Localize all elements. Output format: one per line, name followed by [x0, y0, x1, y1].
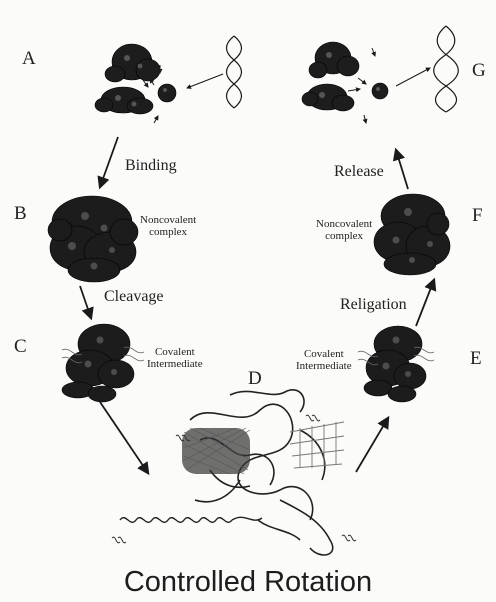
- arrow-d-to-e: [355, 415, 390, 473]
- enzyme-g: [301, 41, 389, 112]
- stage-label-g: G: [472, 60, 486, 81]
- arrow-e-to-f: [415, 277, 437, 327]
- arrow-a-to-b: [97, 136, 119, 190]
- arrow-f-to-g: [392, 147, 409, 190]
- note-noncovalent-complex-right: Noncovalent complex: [316, 218, 373, 242]
- stage-label-e: E: [470, 348, 482, 369]
- step-label-religation: Religation: [340, 296, 407, 313]
- diagram-title: Controlled Rotation: [123, 566, 373, 598]
- note-noncovalent-complex-left: Noncovalent complex: [140, 214, 197, 238]
- step-label-cleavage: Cleavage: [104, 288, 164, 305]
- stage-label-b: B: [14, 203, 27, 224]
- enzyme-a: [94, 43, 177, 115]
- arrows-g: [347, 47, 431, 124]
- dna-helix-g: [433, 25, 459, 113]
- stage-label-f: F: [472, 205, 483, 226]
- ribbon-structure-d: [111, 389, 357, 556]
- enzyme-c: [61, 323, 145, 403]
- enzyme-f: [373, 193, 451, 276]
- arrow-c-to-d: [99, 401, 150, 476]
- step-label-binding: Binding: [125, 157, 177, 174]
- step-label-release: Release: [334, 163, 384, 180]
- note-covalent-intermediate-right: Covalent Intermediate: [296, 348, 352, 372]
- enzyme-b: [47, 195, 139, 283]
- stage-label-a: A: [22, 48, 36, 69]
- cycle-arrows: [79, 136, 437, 476]
- dna-helix-a: [225, 35, 243, 109]
- stage-label-d: D: [248, 368, 262, 389]
- arrow-b-to-c: [79, 285, 94, 321]
- enzyme-e: [357, 325, 435, 403]
- arrows-a: [142, 65, 224, 124]
- note-covalent-intermediate-left: Covalent Intermediate: [147, 346, 203, 370]
- stage-label-c: C: [14, 336, 27, 357]
